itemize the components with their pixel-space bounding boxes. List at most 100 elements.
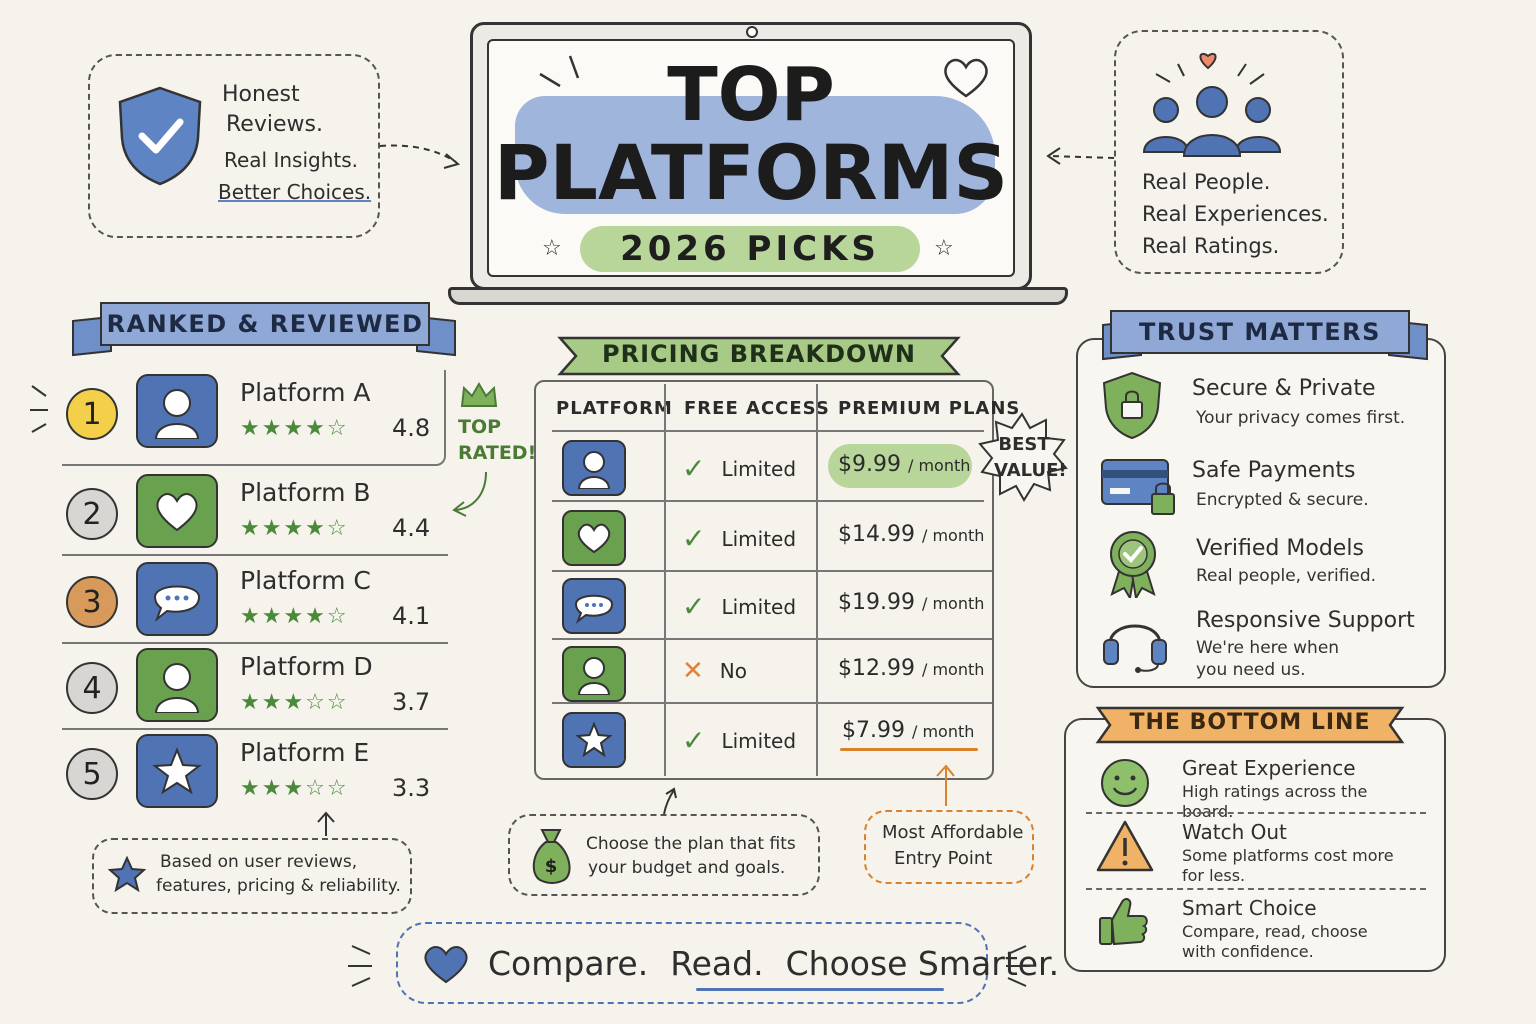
section-divider (1086, 812, 1426, 814)
free-access-value: Limited (721, 526, 797, 551)
section-divider (1086, 888, 1426, 890)
footnote-line: features, pricing & reliability. (156, 876, 401, 896)
chat-icon (562, 578, 626, 634)
free-access-cell: ✓ Limited (682, 724, 796, 757)
trust-item-title: Safe Payments (1192, 458, 1356, 483)
column-divider (816, 384, 818, 776)
pricing-heading: PRICING BREAKDOWN (602, 340, 916, 368)
rank-badge: 4 (66, 662, 118, 714)
star-rating: ★★★☆☆ (240, 690, 349, 715)
rank-name: Platform D (240, 652, 373, 681)
rank-row[interactable]: 3 Platform C ★★★★☆ 4.1 (62, 558, 448, 644)
rank-score: 4.1 (392, 602, 431, 630)
star-rating: ★★★★☆ (240, 604, 349, 629)
affordable-note-line: Most Affordable (882, 822, 1024, 843)
rank-badge: 5 (66, 748, 118, 800)
tagline-underline (696, 988, 944, 991)
pricing-table (534, 380, 994, 780)
row-divider (552, 570, 992, 572)
affordable-note-line: Entry Point (894, 848, 993, 869)
bottom-line-ribbon (1095, 706, 1405, 744)
trust-item-sub: Real people, verified. (1196, 566, 1377, 586)
verified-badge-icon (1110, 531, 1156, 598)
note-line: Real Ratings. (1142, 234, 1280, 258)
person-icon (136, 648, 218, 722)
rank-name: Platform C (240, 566, 371, 595)
budget-note-line: your budget and goals. (588, 858, 786, 878)
rank-score: 3.7 (392, 688, 431, 716)
star-icon (136, 734, 218, 808)
star-rating: ★★★★☆ (240, 416, 349, 441)
bottom-line-sub: Some platforms cost more (1182, 846, 1394, 865)
bottom-line-sub: High ratings across the board. (1182, 782, 1368, 821)
top-rank-frame (62, 370, 446, 466)
rank-badge: 2 (66, 488, 118, 540)
check-icon: ✓ (682, 724, 706, 757)
bottom-line-title: Watch Out (1182, 820, 1287, 844)
free-access-value: Limited (721, 456, 797, 481)
rank-row[interactable]: 4 Platform D ★★★☆☆ 3.7 (62, 644, 448, 730)
laptop-base (448, 287, 1068, 305)
credit-card-icon (1101, 459, 1175, 515)
star-icon (562, 712, 626, 768)
warning-icon (1096, 820, 1154, 872)
rank-score: 4.4 (392, 514, 431, 542)
sparkle-star-icon: ☆ (542, 236, 562, 261)
arrow-up-icon (663, 787, 677, 815)
ranked-heading: RANKED & REVIEWED (100, 302, 430, 346)
trust-item-sub: you need us. (1196, 660, 1306, 680)
row-divider (552, 702, 992, 704)
rank-row[interactable]: 1 Platform A ★★★★☆ 4.8 (62, 370, 448, 456)
heart-outline-icon (944, 58, 988, 98)
sparkle-lines-icon (539, 55, 580, 88)
free-access-value: Limited (721, 728, 797, 753)
cross-icon: ✕ (682, 656, 704, 686)
rank-row[interactable]: 2 Platform B ★★★★☆ 4.4 (62, 470, 448, 556)
hero-title-line2: PLATFORMS (493, 128, 1009, 217)
check-icon: ✓ (682, 452, 706, 485)
trust-item-sub: Encrypted & secure. (1196, 490, 1369, 510)
free-access-cell: ✓ Limited (682, 452, 796, 485)
heart-icon (424, 946, 468, 984)
sparkle-lines-icon (1006, 945, 1030, 987)
title-highlight (515, 96, 995, 214)
check-icon: ✓ (682, 522, 706, 555)
pricing-ribbon (557, 336, 961, 376)
bottom-line-title: Smart Choice (1182, 896, 1317, 920)
rank-score: 3.3 (392, 774, 431, 802)
shield-lock-icon (1102, 371, 1162, 440)
column-header: PLATFORM (556, 398, 673, 419)
trust-item-sub: We're here when (1196, 638, 1340, 658)
ranking-footnote (92, 838, 412, 914)
top-rated-label: TOP RATED! (458, 416, 537, 464)
price-highlight (828, 444, 972, 488)
hero-title-line1: TOP (667, 52, 835, 138)
free-access-value: Limited (721, 594, 797, 619)
bottom-line-sub: Compare, read, choose (1182, 922, 1368, 941)
trust-item-title: Responsive Support (1196, 608, 1415, 633)
row-divider (552, 430, 984, 432)
trust-item-title: Verified Models (1196, 536, 1364, 561)
note-line: Real People. (1142, 170, 1271, 194)
note-line: Reviews. (226, 112, 323, 137)
row-divider (552, 500, 984, 502)
sparkle-lines-icon (30, 385, 48, 433)
bottom-line-sub: with confidence. (1182, 942, 1314, 961)
people-group-icon (1142, 52, 1282, 157)
rank-name: Platform E (240, 738, 370, 767)
person-icon (562, 646, 626, 702)
best-value-label: BEST VALUE! (994, 434, 1067, 481)
rank-row[interactable]: 5 Platform E ★★★☆☆ 3.3 (62, 730, 448, 816)
premium-price: $9.99 / month (838, 452, 971, 477)
person-icon (562, 440, 626, 496)
column-divider (664, 384, 666, 776)
chat-icon (136, 562, 218, 636)
bottom-line-sub: for less. (1182, 866, 1246, 885)
free-access-cell: ✓ Limited (682, 522, 796, 555)
arrow-right-icon (379, 144, 461, 169)
rank-badge: 3 (66, 576, 118, 628)
svg-text:$: $ (545, 856, 558, 877)
arrow-up-icon (936, 764, 955, 806)
smiley-icon (1101, 759, 1149, 807)
arrow-left-icon (1046, 147, 1115, 165)
